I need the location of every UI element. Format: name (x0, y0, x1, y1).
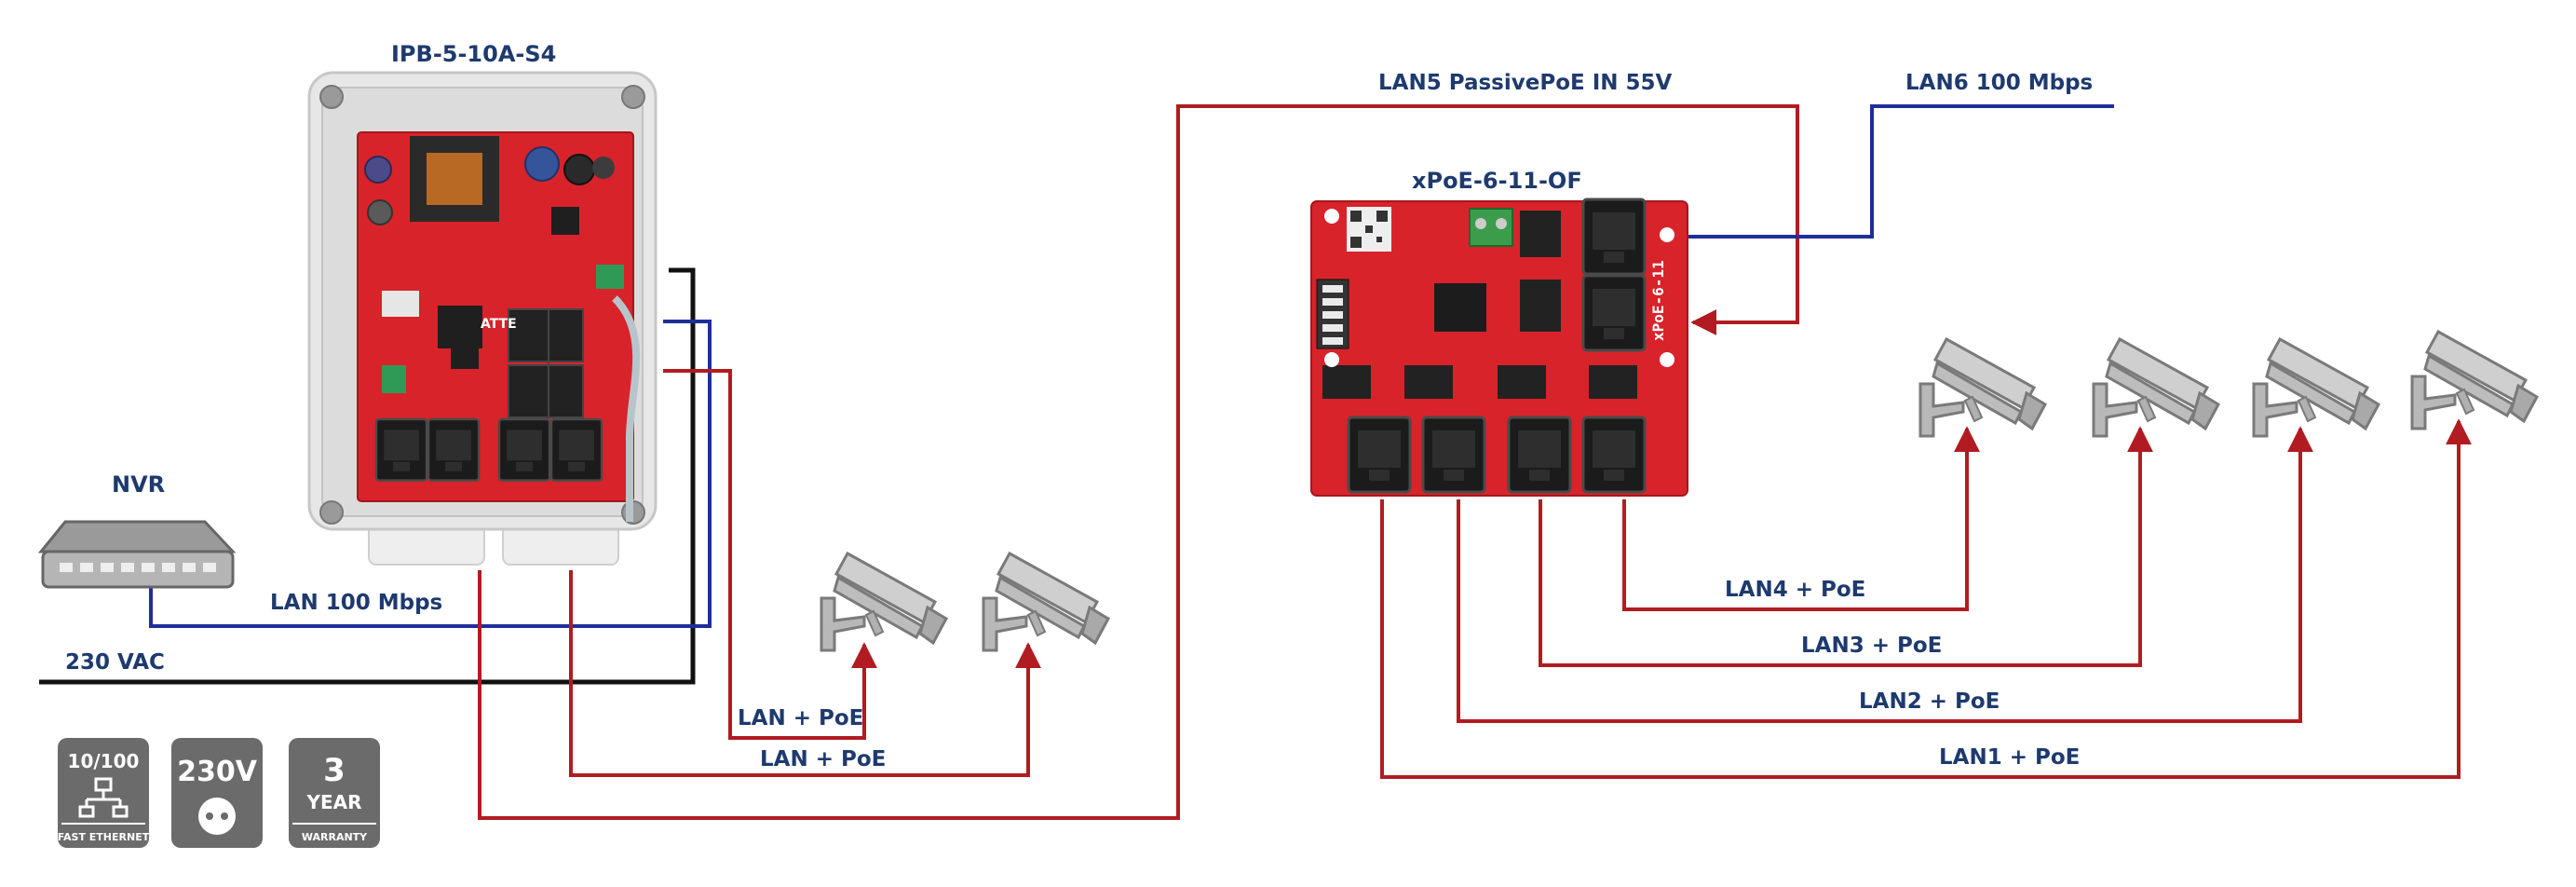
wire-lan-100 (149, 320, 712, 628)
ipb-device: ATTE (307, 71, 658, 566)
xpoe-device: xPoE-6-11 (1310, 198, 1688, 497)
xpoe-board-print: xPoE-6-11 (1649, 260, 1667, 341)
label-lan3: LAN3 + PoE (1801, 634, 1942, 658)
label-lan4: LAN4 + PoE (1725, 578, 1865, 602)
camera-icon (2092, 337, 2220, 438)
wire-lan2 (1457, 426, 2313, 723)
wire-230vac (39, 267, 696, 685)
label-lan-poe-1: LAN + PoE (738, 706, 863, 730)
label-lan-100: LAN 100 Mbps (270, 591, 442, 615)
badge-warranty-bottom: WARRANTY (302, 831, 368, 843)
wire-lan6 (1688, 104, 2114, 239)
wire-lan3 (1539, 426, 2153, 667)
badge-warranty-top: 3 (323, 752, 346, 789)
nvr-device (37, 520, 237, 589)
badge-230v: 230V (171, 738, 263, 848)
wire-lan1 (1380, 418, 2472, 779)
wires (39, 104, 2472, 820)
camera-icon (2410, 330, 2539, 430)
label-lan5: LAN5 PassivePoE IN 55V (1378, 71, 1673, 95)
wire-lan4 (1622, 426, 1980, 611)
socket-icon (198, 798, 236, 835)
ipb-title: IPB-5-10A-S4 (391, 41, 556, 67)
label-lan2: LAN2 + PoE (1859, 689, 2000, 714)
camera-icon (1918, 337, 2047, 438)
wire-lan-poe-cam1 (663, 369, 877, 740)
wire-lan-poe-cam2 (569, 570, 1041, 777)
label-230vac: 230 VAC (65, 650, 165, 675)
badge-ethernet-top: 10/100 (68, 750, 140, 772)
xpoe-title: xPoE-6-11-OF (1412, 168, 1582, 194)
camera-icon (982, 552, 1110, 652)
badge-warranty-middle: YEAR (305, 791, 361, 813)
label-lan-poe-2: LAN + PoE (760, 747, 886, 771)
badge-ethernet-bottom: FAST ETHERNET (58, 831, 150, 843)
wire-lan5 (478, 104, 1799, 820)
network-icon (78, 777, 129, 818)
ipb-board-brand: ATTE (481, 317, 517, 332)
label-lan1: LAN1 + PoE (1939, 745, 2080, 770)
badge-power-top: 230V (177, 756, 258, 788)
badge-fast-ethernet: 10/100 FAST ETHERNET (58, 738, 150, 848)
label-lan6: LAN6 100 Mbps (1905, 71, 2093, 95)
camera-icon (820, 552, 948, 652)
badge-warranty: 3 YEAR WARRANTY (289, 738, 380, 848)
camera-icon (2252, 337, 2380, 438)
nvr-title: NVR (112, 471, 165, 498)
